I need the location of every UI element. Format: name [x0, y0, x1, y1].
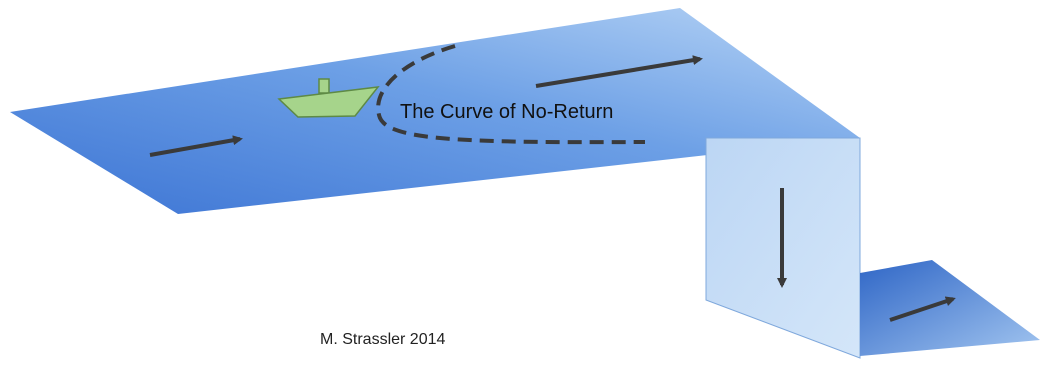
flow-arrow-lower [889, 296, 956, 322]
flow-arrow-upper-left [149, 135, 243, 157]
curve-label: The Curve of No-Return [400, 101, 613, 123]
curve-of-no-return [376, 44, 646, 145]
flow-arrow-upper-right [535, 55, 703, 88]
boat-icon [277, 78, 380, 118]
upper-river-plane [10, 8, 860, 214]
lower-river-plane [860, 260, 1040, 356]
author-credit: M. Strassler 2014 [320, 331, 446, 348]
